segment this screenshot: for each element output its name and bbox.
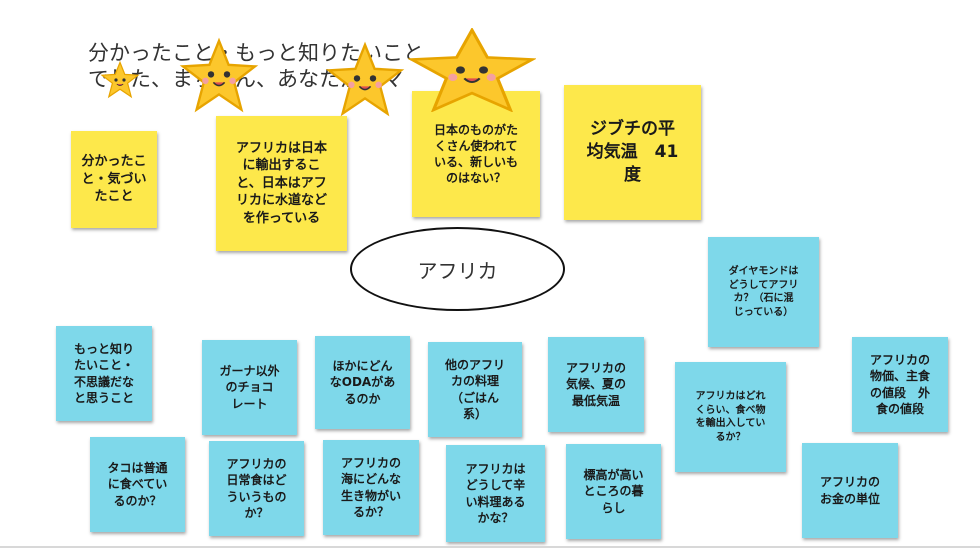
center-topic-ellipse[interactable]: アフリカ xyxy=(350,227,565,311)
canvas-bottom-edge xyxy=(0,546,980,548)
sticky-note-yellow[interactable]: 分かったこ と・気づい たこと xyxy=(71,131,157,228)
note-text: 日本のものがた くさん使われて いる、新しいも のはない？ xyxy=(433,122,518,186)
note-text: 分かったこ と・気づい たこと xyxy=(81,154,147,205)
star-face-icon xyxy=(100,60,140,99)
star-face-icon xyxy=(408,28,536,112)
sticky-note-blue[interactable]: ガーナ以外 のチョコ レート xyxy=(202,340,297,435)
sticky-note-blue[interactable]: アフリカの 物価、主食 の値段 外 食の値段 xyxy=(852,337,948,432)
note-text: アフリカの 気候、夏の 最低気温 xyxy=(565,361,626,408)
sticky-note-yellow[interactable]: 日本のものがた くさん使われて いる、新しいも のはない？ xyxy=(412,91,540,217)
note-text: もっと知り たいこと・ 不思議だな と思うこと xyxy=(73,342,134,405)
sticky-note-blue[interactable]: ダイヤモンドは どうしてアフリ カ？（石に混 じっている） xyxy=(708,237,819,347)
note-text: アフリカはどれ くらい、食べ物 を輸出入してい るか？ xyxy=(695,391,766,443)
sticky-note-yellow[interactable]: ジブチの平 均気温 41 度 xyxy=(564,85,701,220)
note-text: アフリカの お金の単位 xyxy=(819,475,880,506)
note-text: タコは普通 に食べてい るのか？ xyxy=(107,461,168,508)
sticky-note-blue[interactable]: 標高が高い ところの暮 らし xyxy=(566,444,661,539)
sticky-note-blue[interactable]: ほかにどん なODAがあ るのか xyxy=(315,336,410,429)
note-text: 他のアフリ カの料理 （ごはん 系） xyxy=(444,358,505,421)
sticky-note-blue[interactable]: アフリカはどれ くらい、食べ物 を輸出入してい るか？ xyxy=(675,362,786,472)
note-text: アフリカは どうして辛 い料理ある かな？ xyxy=(465,462,526,525)
note-text: アフリカは日本 に輸出するこ と、日本はアフ リカに水道など を作っている xyxy=(235,140,327,226)
note-text: ほかにどん なODAがあ るのか xyxy=(329,359,396,406)
sticky-note-blue[interactable]: もっと知り たいこと・ 不思議だな と思うこと xyxy=(56,326,152,421)
sticky-note-blue[interactable]: アフリカは どうして辛 い料理ある かな？ xyxy=(446,445,545,542)
sticky-note-blue[interactable]: アフリカの 気候、夏の 最低気温 xyxy=(548,337,644,432)
sticky-note-blue[interactable]: アフリカの 日常食はど ういうもの か？ xyxy=(209,441,304,536)
note-text: アフリカの 物価、主食 の値段 外 食の値段 xyxy=(869,353,930,416)
star-face-icon xyxy=(179,37,259,113)
note-text: 標高が高い ところの暮 らし xyxy=(583,468,644,515)
note-text: ジブチの平 均気温 41 度 xyxy=(586,119,679,185)
note-text: ガーナ以外 のチョコ レート xyxy=(219,364,280,411)
note-text: アフリカの 日常食はど ういうもの か？ xyxy=(226,457,287,520)
sticky-note-blue[interactable]: アフリカの お金の単位 xyxy=(802,443,898,538)
sticky-note-blue[interactable]: アフリカの 海にどんな 生き物がい るか？ xyxy=(323,440,419,535)
note-text: ダイヤモンドは どうしてアフリ カ？（石に混 じっている） xyxy=(728,266,799,318)
sticky-note-blue[interactable]: タコは普通 に食べてい るのか？ xyxy=(90,437,185,532)
center-topic-label: アフリカ xyxy=(417,258,498,283)
sticky-note-blue[interactable]: 他のアフリ カの料理 （ごはん 系） xyxy=(428,342,522,437)
note-text: アフリカの 海にどんな 生き物がい るか？ xyxy=(340,456,401,519)
sticky-note-yellow[interactable]: アフリカは日本 に輸出するこ と、日本はアフ リカに水道など を作っている xyxy=(216,116,347,251)
star-face-icon xyxy=(325,41,405,117)
